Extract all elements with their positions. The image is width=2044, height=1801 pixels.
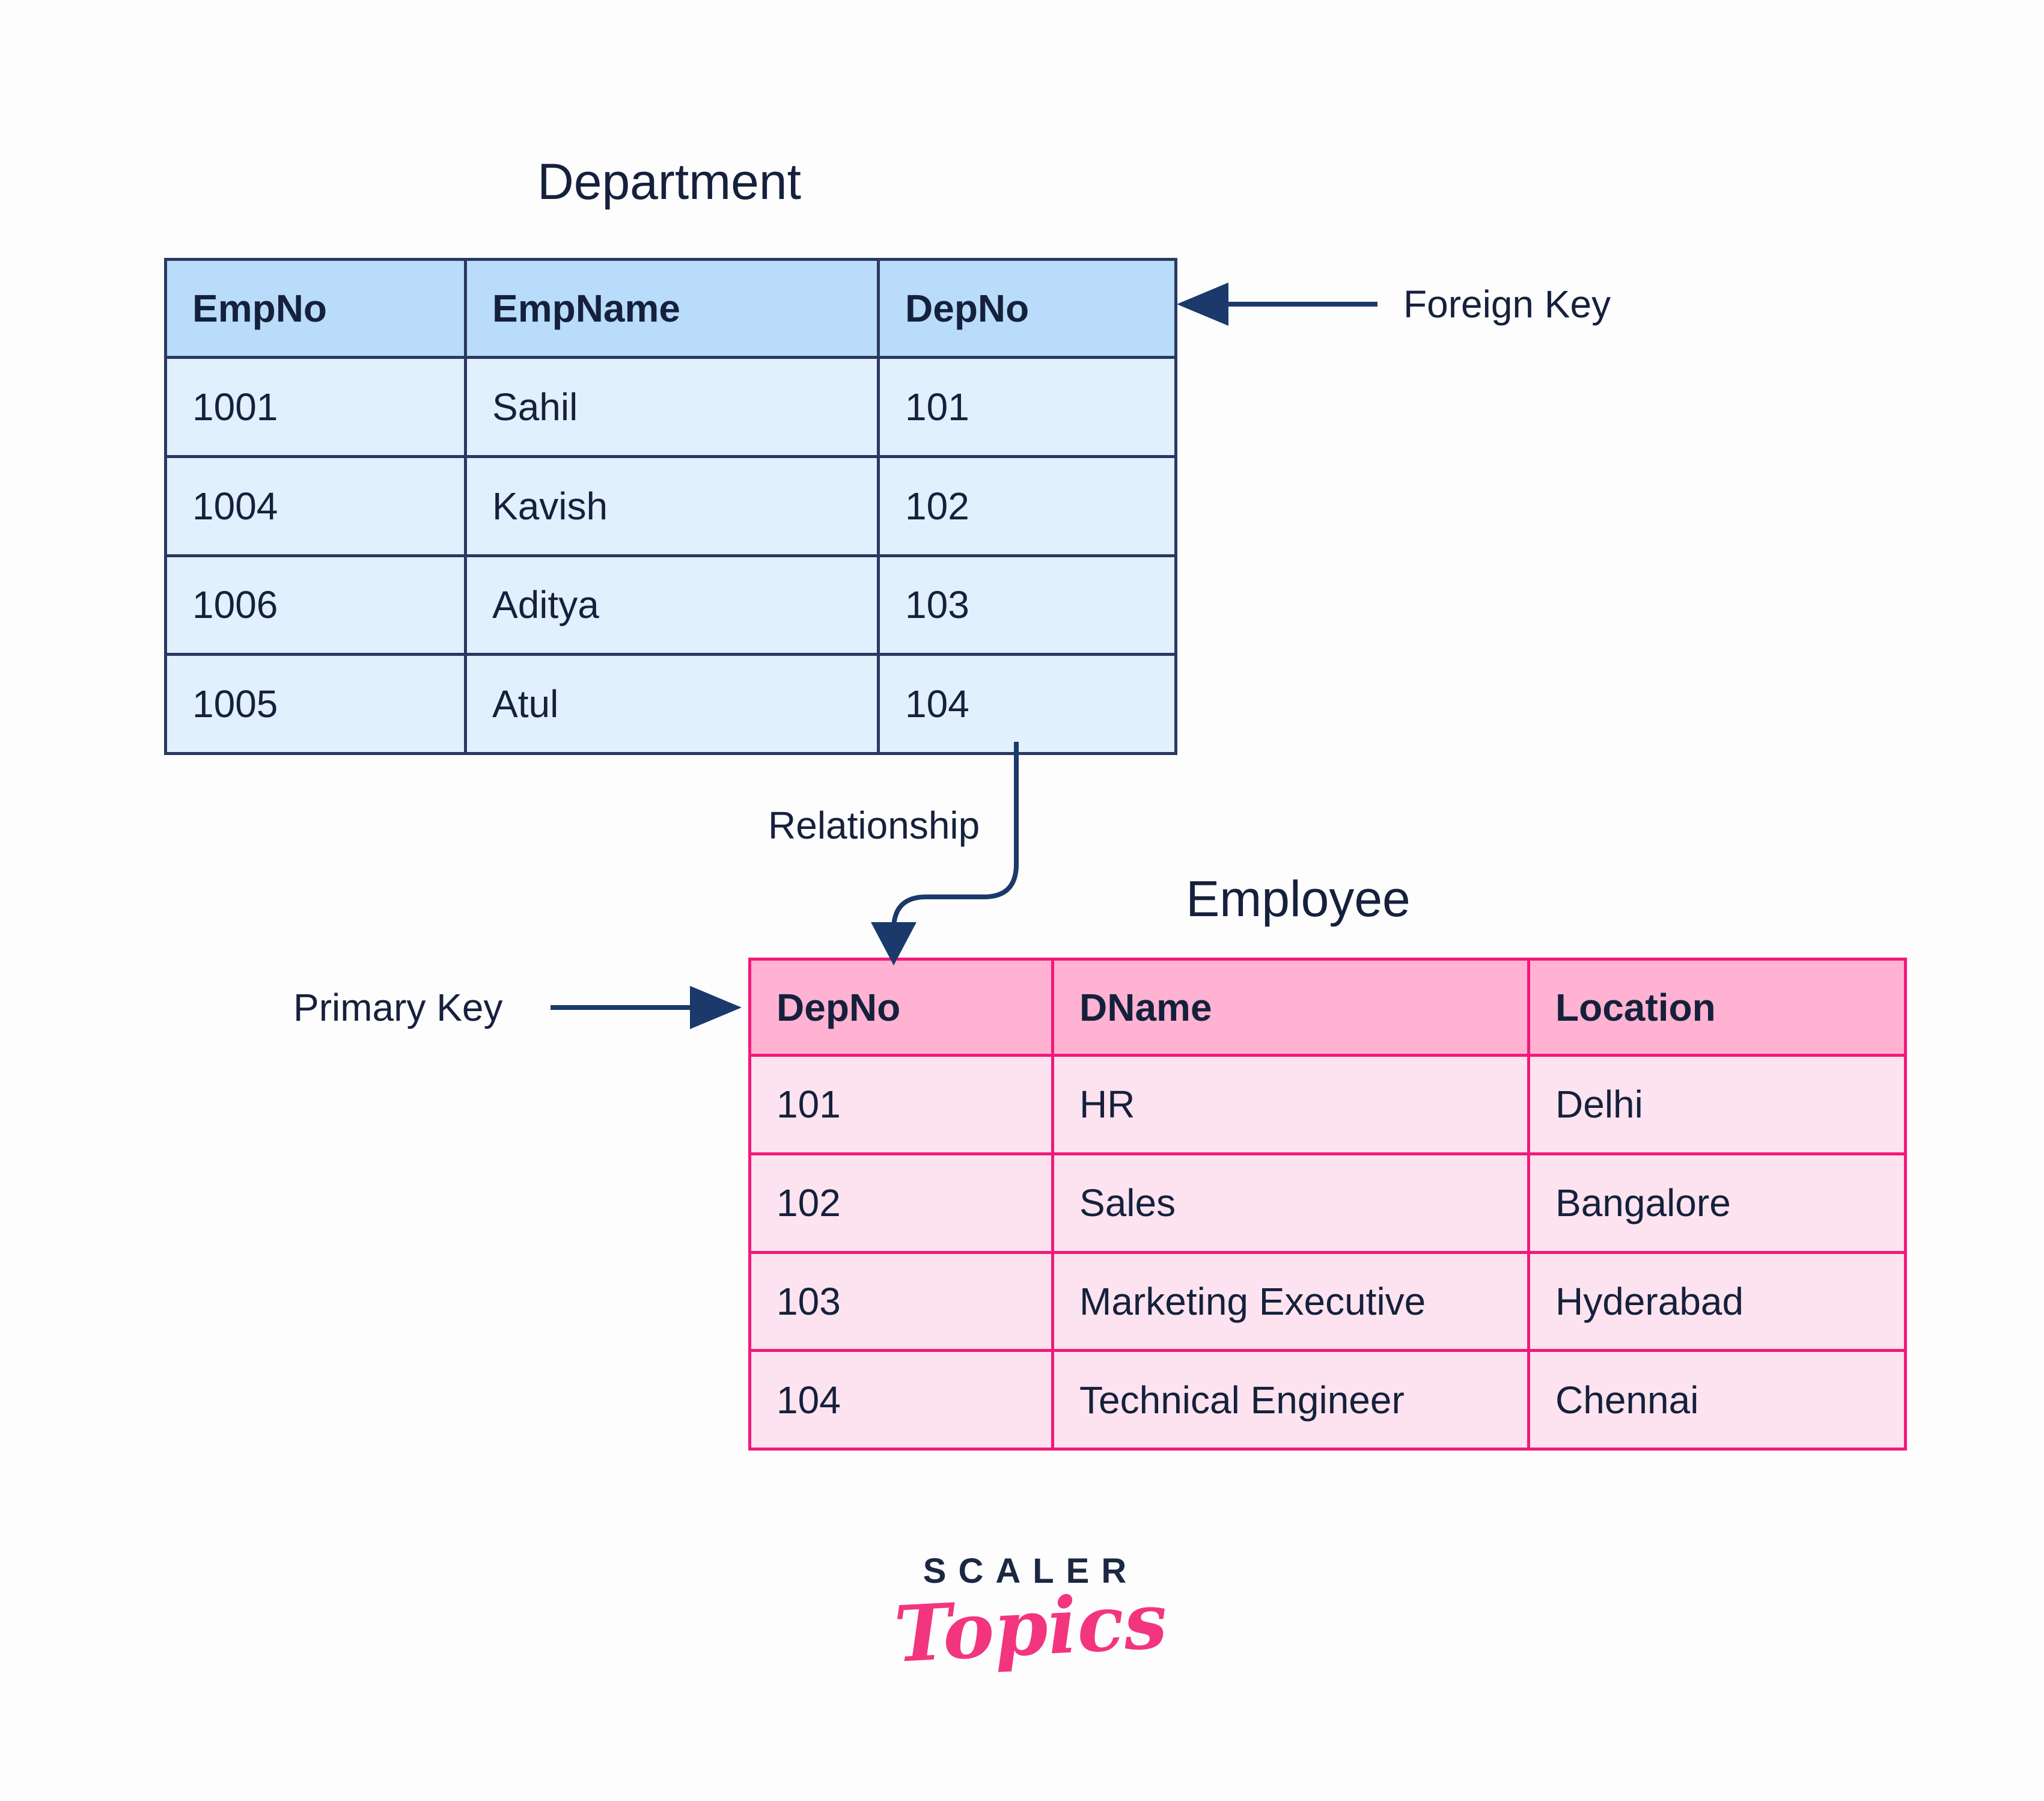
table-cell: 104 xyxy=(877,653,1177,755)
department-table-title: Department xyxy=(537,153,801,210)
table-row: 101 HR Delhi xyxy=(748,1054,1907,1155)
foreign-key-label: Foreign Key xyxy=(1403,283,1611,326)
employee-table-title: Employee xyxy=(1186,870,1411,927)
table-cell: Chennai xyxy=(1527,1349,1907,1451)
table-cell: 1005 xyxy=(164,653,467,755)
table-cell: 101 xyxy=(748,1054,1054,1155)
table-row: 1005 Atul 104 xyxy=(164,653,1177,755)
scaler-logo: SCALER Topics xyxy=(850,1551,1211,1680)
table-cell: 101 xyxy=(877,356,1177,458)
table-cell: Sales xyxy=(1051,1152,1530,1254)
relationship-label: Relationship xyxy=(768,804,980,847)
table-cell: 1001 xyxy=(164,356,467,458)
table-cell: Marketing Executive xyxy=(1051,1250,1530,1353)
table-row: 1006 Aditya 103 xyxy=(164,554,1177,656)
table-cell: Sahil xyxy=(464,356,880,458)
logo-scaler-text: SCALER xyxy=(923,1552,1139,1591)
table-cell: Aditya xyxy=(464,554,880,656)
table-cell: 102 xyxy=(748,1152,1054,1254)
table-cell: 104 xyxy=(748,1349,1054,1451)
department-header-row: EmpNo EmpName DepNo xyxy=(164,258,1177,359)
table-row: 1004 Kavish 102 xyxy=(164,454,1177,557)
table-cell: Hyderabad xyxy=(1527,1250,1907,1353)
table-cell: 102 xyxy=(877,454,1177,557)
primary-key-arrow xyxy=(551,986,742,1029)
table-cell: Atul xyxy=(464,653,880,755)
table-row: 104 Technical Engineer Chennai xyxy=(748,1349,1907,1451)
arrowhead-right-icon xyxy=(690,986,742,1029)
table-cell: 103 xyxy=(748,1250,1054,1353)
arrowhead-left-icon xyxy=(1177,283,1228,326)
table-cell: Kavish xyxy=(464,454,880,557)
table-cell: HR xyxy=(1051,1054,1530,1155)
relationship-connector xyxy=(871,742,1019,965)
column-header-location: Location xyxy=(1527,958,1907,1057)
table-row: 103 Marketing Executive Hyderabad xyxy=(748,1250,1907,1353)
column-header-depno: DepNo xyxy=(877,258,1177,359)
table-cell: 1004 xyxy=(164,454,467,557)
column-header-empno: EmpNo xyxy=(164,258,467,359)
table-cell: Technical Engineer xyxy=(1051,1349,1530,1451)
table-cell: Bangalore xyxy=(1527,1152,1907,1254)
primary-key-label: Primary Key xyxy=(293,986,503,1029)
table-row: 102 Sales Bangalore xyxy=(748,1152,1907,1254)
employee-header-row: DepNo DName Location xyxy=(748,958,1907,1057)
table-cell: 1006 xyxy=(164,554,467,656)
column-header-depno: DepNo xyxy=(748,958,1054,1057)
table-cell: 103 xyxy=(877,554,1177,656)
table-cell: Delhi xyxy=(1527,1054,1907,1155)
employee-table: DepNo DName Location 101 HR Delhi 102 Sa… xyxy=(748,958,1907,1451)
logo-topics-text: Topics xyxy=(892,1576,1170,1680)
department-table: EmpNo EmpName DepNo 1001 Sahil 101 1004 … xyxy=(164,258,1177,755)
column-header-empname: EmpName xyxy=(464,258,880,359)
foreign-key-arrow xyxy=(1177,283,1377,326)
column-header-dname: DName xyxy=(1051,958,1530,1057)
table-row: 1001 Sahil 101 xyxy=(164,356,1177,458)
